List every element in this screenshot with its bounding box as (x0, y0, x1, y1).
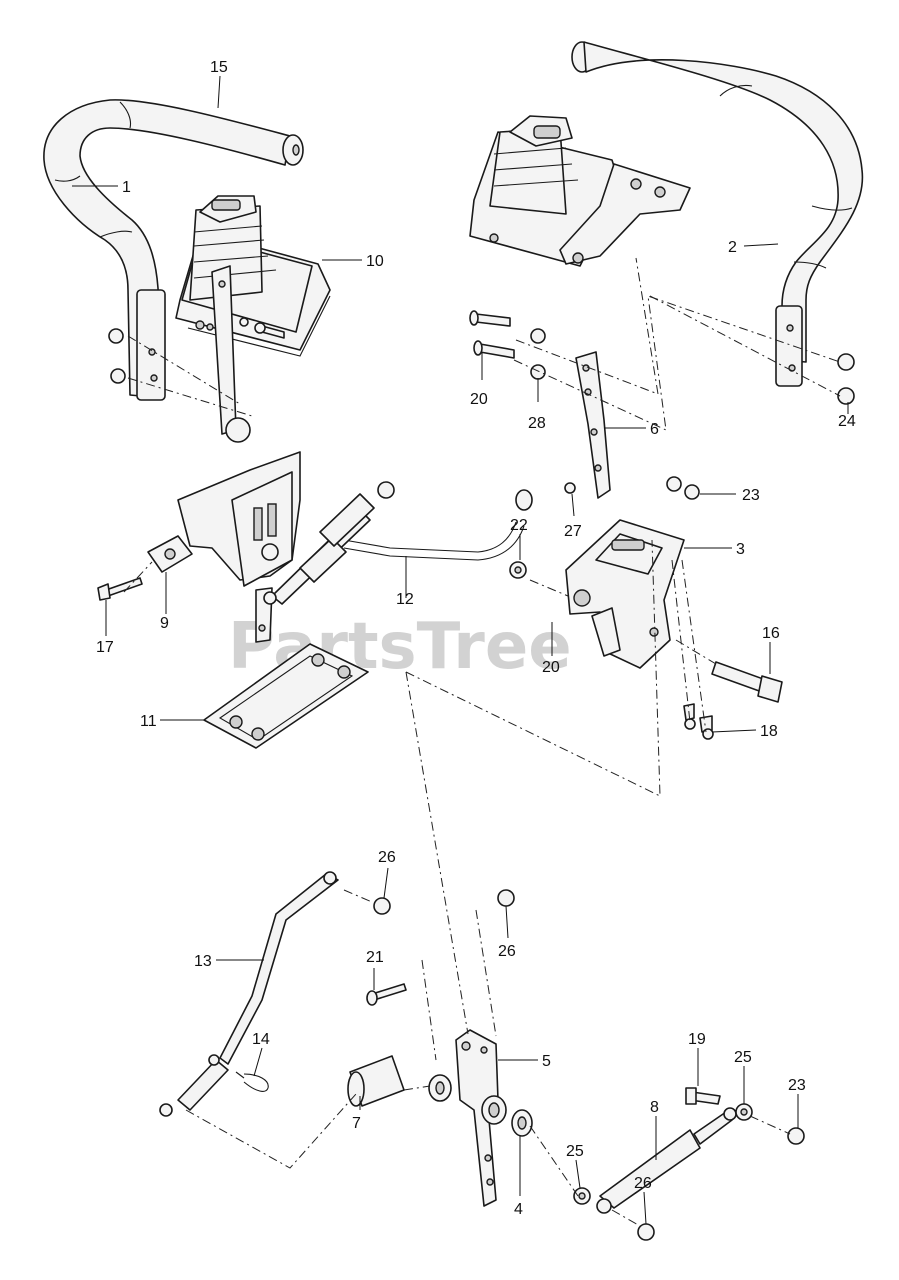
bolt-18-lower[interactable] (699, 715, 714, 740)
nut-left-handle-upper[interactable] (108, 328, 124, 344)
nuts-23-upper[interactable] (666, 476, 700, 500)
long-bolt[interactable] (711, 661, 783, 703)
damper-cylinder[interactable] (596, 1107, 737, 1214)
callout-23-upper: 23 (742, 487, 760, 504)
callout-13: 13 (194, 953, 212, 970)
callout-20-lower: 20 (542, 659, 560, 676)
left-control-handle[interactable] (43, 99, 304, 401)
callout-26-upper: 26 (378, 849, 396, 866)
callout-17: 17 (96, 639, 114, 656)
nut-26-upper[interactable] (373, 897, 391, 915)
washer-28-upper[interactable] (530, 328, 546, 344)
nut-25-upper[interactable] (735, 1103, 753, 1121)
callout-18: 18 (760, 723, 778, 740)
bolt-17[interactable] (97, 577, 143, 601)
clamp-block[interactable] (147, 535, 193, 573)
pivot-lever[interactable] (455, 1029, 507, 1207)
callout-14: 14 (252, 1031, 270, 1048)
callout-2: 2 (728, 239, 737, 256)
callout-15: 15 (210, 59, 228, 76)
callout-27: 27 (564, 523, 582, 540)
control-rod[interactable] (263, 481, 533, 605)
nut-25-lower[interactable] (573, 1187, 591, 1205)
callout-20-upper: 20 (470, 391, 488, 408)
callout-22: 22 (510, 517, 528, 534)
bolt-20-lower[interactable] (473, 340, 515, 359)
callout-9: 9 (160, 615, 169, 632)
left-control-boot[interactable] (175, 195, 331, 357)
callout-23-lower: 23 (788, 1077, 806, 1094)
callout-6: 6 (650, 421, 659, 438)
bolt-20-upper[interactable] (469, 310, 511, 327)
callout-12: 12 (396, 591, 414, 608)
callout-8: 8 (650, 1099, 659, 1116)
callout-10: 10 (366, 253, 384, 270)
callout-3: 3 (736, 541, 745, 558)
nut-26-lower[interactable] (637, 1223, 655, 1241)
bolt-21[interactable] (366, 983, 407, 1006)
callout-21: 21 (366, 949, 384, 966)
callout-26-lower: 26 (634, 1175, 652, 1192)
nut-24-upper[interactable] (837, 353, 855, 371)
callout-25-lower: 25 (566, 1143, 584, 1160)
mounting-plate[interactable] (203, 643, 369, 749)
callout-24: 24 (838, 413, 856, 430)
callout-19: 19 (688, 1031, 706, 1048)
nut-26-middle[interactable] (497, 889, 515, 907)
callout-25-upper: 25 (734, 1049, 752, 1066)
callouts: 15 1 10 2 20 28 6 24 23 22 27 3 12 20 16… (96, 59, 856, 1218)
callout-16: 16 (762, 625, 780, 642)
callout-4: 4 (514, 1201, 523, 1218)
callout-5: 5 (542, 1053, 551, 1070)
bushing[interactable] (511, 1109, 533, 1137)
washer-28-lower[interactable] (530, 364, 546, 380)
washer-27[interactable] (564, 482, 576, 494)
callout-28: 28 (528, 415, 546, 432)
nut-24-lower[interactable] (837, 387, 855, 405)
spacer-tube[interactable] (347, 1055, 452, 1107)
nut-23-lower[interactable] (787, 1127, 805, 1145)
leader-lines (72, 75, 849, 1225)
bolt-19[interactable] (685, 1087, 721, 1105)
right-control-boot[interactable] (469, 115, 691, 267)
callout-7: 7 (352, 1115, 361, 1132)
left-pivot-assembly[interactable] (177, 265, 301, 643)
lower-link-rod[interactable] (159, 871, 339, 1117)
hairpin-clip[interactable] (235, 1071, 269, 1092)
callout-11: 11 (140, 713, 157, 730)
right-control-bracket[interactable] (565, 519, 685, 669)
nut-left-handle-lower[interactable] (110, 368, 126, 384)
assembly-lines (123, 257, 841, 1227)
callout-1: 1 (122, 179, 131, 196)
callout-26-middle: 26 (498, 943, 516, 960)
nut-22[interactable] (509, 561, 527, 579)
bolt-left-handle[interactable] (239, 317, 285, 339)
